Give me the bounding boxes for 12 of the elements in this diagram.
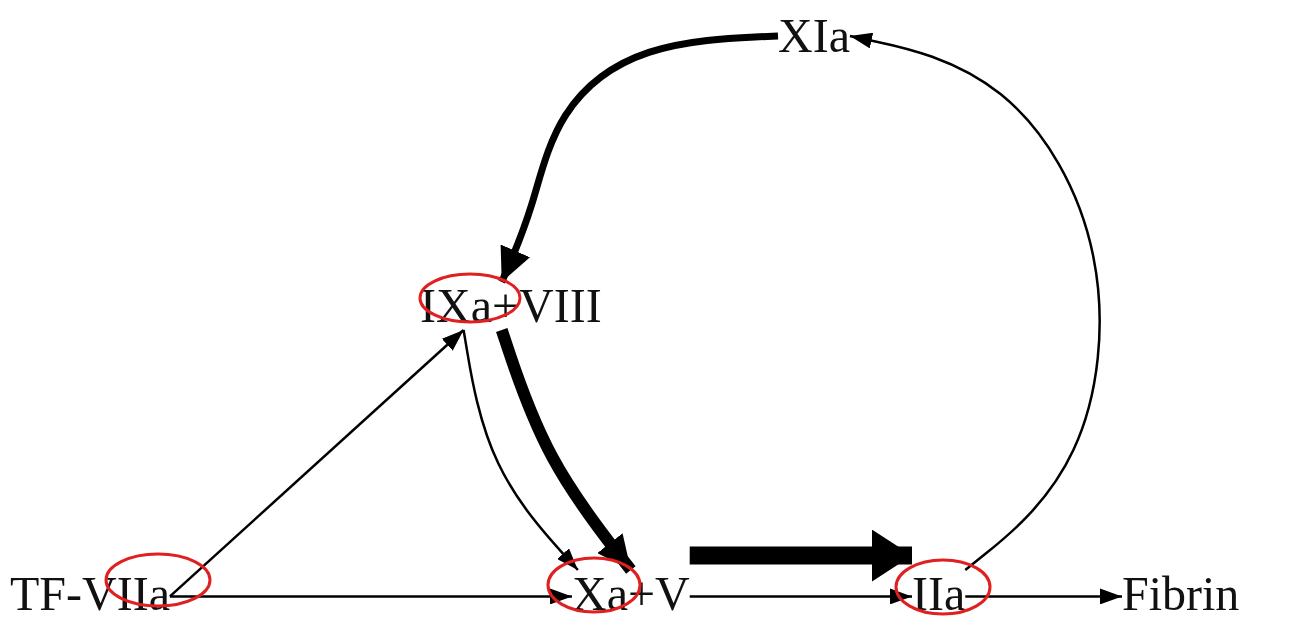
factor-label: Fibrin <box>1122 570 1240 618</box>
arrow <box>496 328 636 574</box>
arrow <box>498 32 779 284</box>
arrow <box>169 588 572 605</box>
arrow <box>689 529 912 582</box>
arrow <box>849 32 1101 571</box>
arrow <box>965 588 1122 605</box>
factor-label: XIa <box>778 12 850 60</box>
arrow <box>169 329 465 598</box>
arrow <box>462 329 579 571</box>
arrow <box>689 588 912 605</box>
factor-label: IIa <box>912 570 966 618</box>
